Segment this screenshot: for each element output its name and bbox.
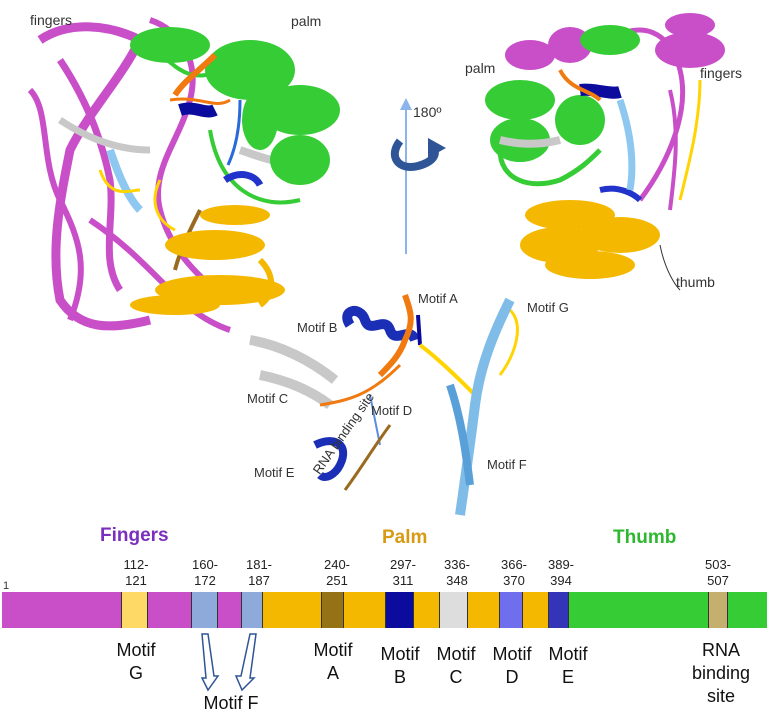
label-motif-f: Motif F [487,457,527,472]
segment-thumb-2 [728,592,767,628]
segment-motif-f1 [192,592,218,628]
range-motif-c: 336-348 [443,557,471,588]
label-fingers-right: fingers [700,65,743,81]
structure-front-view [27,17,340,333]
domain-palm-title: Palm [382,527,428,548]
label-motif-d: Motif D [371,403,413,418]
label-motif-g: Motif G [527,300,569,315]
segment-motif-b [386,592,414,628]
segment-palm-2 [344,592,386,628]
label-motif-c: Motif C [247,391,289,406]
range-motif-b: 297-311 [389,557,417,588]
range-motif-f1: 160-172 [191,557,219,588]
segment-motif-e [549,592,569,628]
label-motif-b: Motif B [297,320,338,335]
label-motif-a: Motif A [418,291,458,306]
domain-fingers-title: Fingers [100,525,169,546]
label-palm-left: palm [291,13,322,29]
label-rotation: 180º [413,104,442,120]
range-motif-e: 389-394 [547,557,575,588]
range-motif-a: 240-251 [323,557,351,588]
motif-name-f: Motif F [203,693,259,713]
range-motif-f2: 181-187 [245,557,273,588]
segment-rna-site [709,592,728,628]
segment-fingers-2 [148,592,192,628]
label-palm-right: palm [465,60,496,76]
segment-fingers-1 [2,592,122,628]
sequence-start: 1 [3,580,10,592]
range-motif-g: 112-121 [123,557,149,588]
segment-palm-4 [468,592,500,628]
domain-thumb-title: Thumb [613,527,677,548]
segment-fingers-3 [218,592,242,628]
segment-motif-c [440,592,468,628]
label-thumb-right: thumb [676,274,715,290]
segment-thumb-1 [569,592,709,628]
structure-rotated-view [485,13,725,291]
range-rna-site: 503-507 [704,557,732,588]
label-motif-e: Motif E [254,465,295,480]
segment-motif-g [122,592,148,628]
motif-closeup-structure [249,294,519,516]
segment-motif-f2 [242,592,263,628]
segment-palm-3 [414,592,440,628]
segment-motif-d [500,592,523,628]
label-fingers-left: fingers [30,12,73,28]
segment-motif-a [322,592,344,628]
segment-palm-1 [263,592,322,628]
segment-palm-5 [523,592,549,628]
range-motif-d: 366-370 [500,557,528,588]
rotation-arrow-icon [390,98,446,254]
motif-f-arrows-icon [200,633,257,692]
